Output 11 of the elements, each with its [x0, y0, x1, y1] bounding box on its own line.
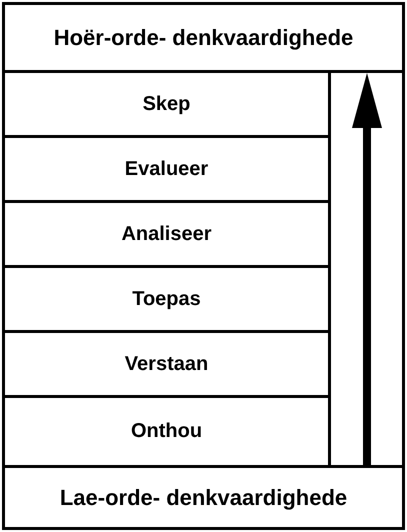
- level-label: Skep: [142, 92, 190, 116]
- level-label: Toepas: [132, 288, 201, 310]
- level-label: Lae-orde- denkvaardighede: [60, 484, 348, 510]
- level-label: Hoër-orde- denkvaardighede: [54, 24, 354, 50]
- level-label: Evalueer: [124, 158, 208, 180]
- level-label: Verstaan: [124, 352, 208, 376]
- level-label: Onthou: [130, 420, 202, 443]
- level-label: Analiseer: [121, 222, 212, 246]
- header-band: [2, 2, 405, 73]
- header-band: [2, 465, 405, 530]
- arrow: [352, 73, 382, 465]
